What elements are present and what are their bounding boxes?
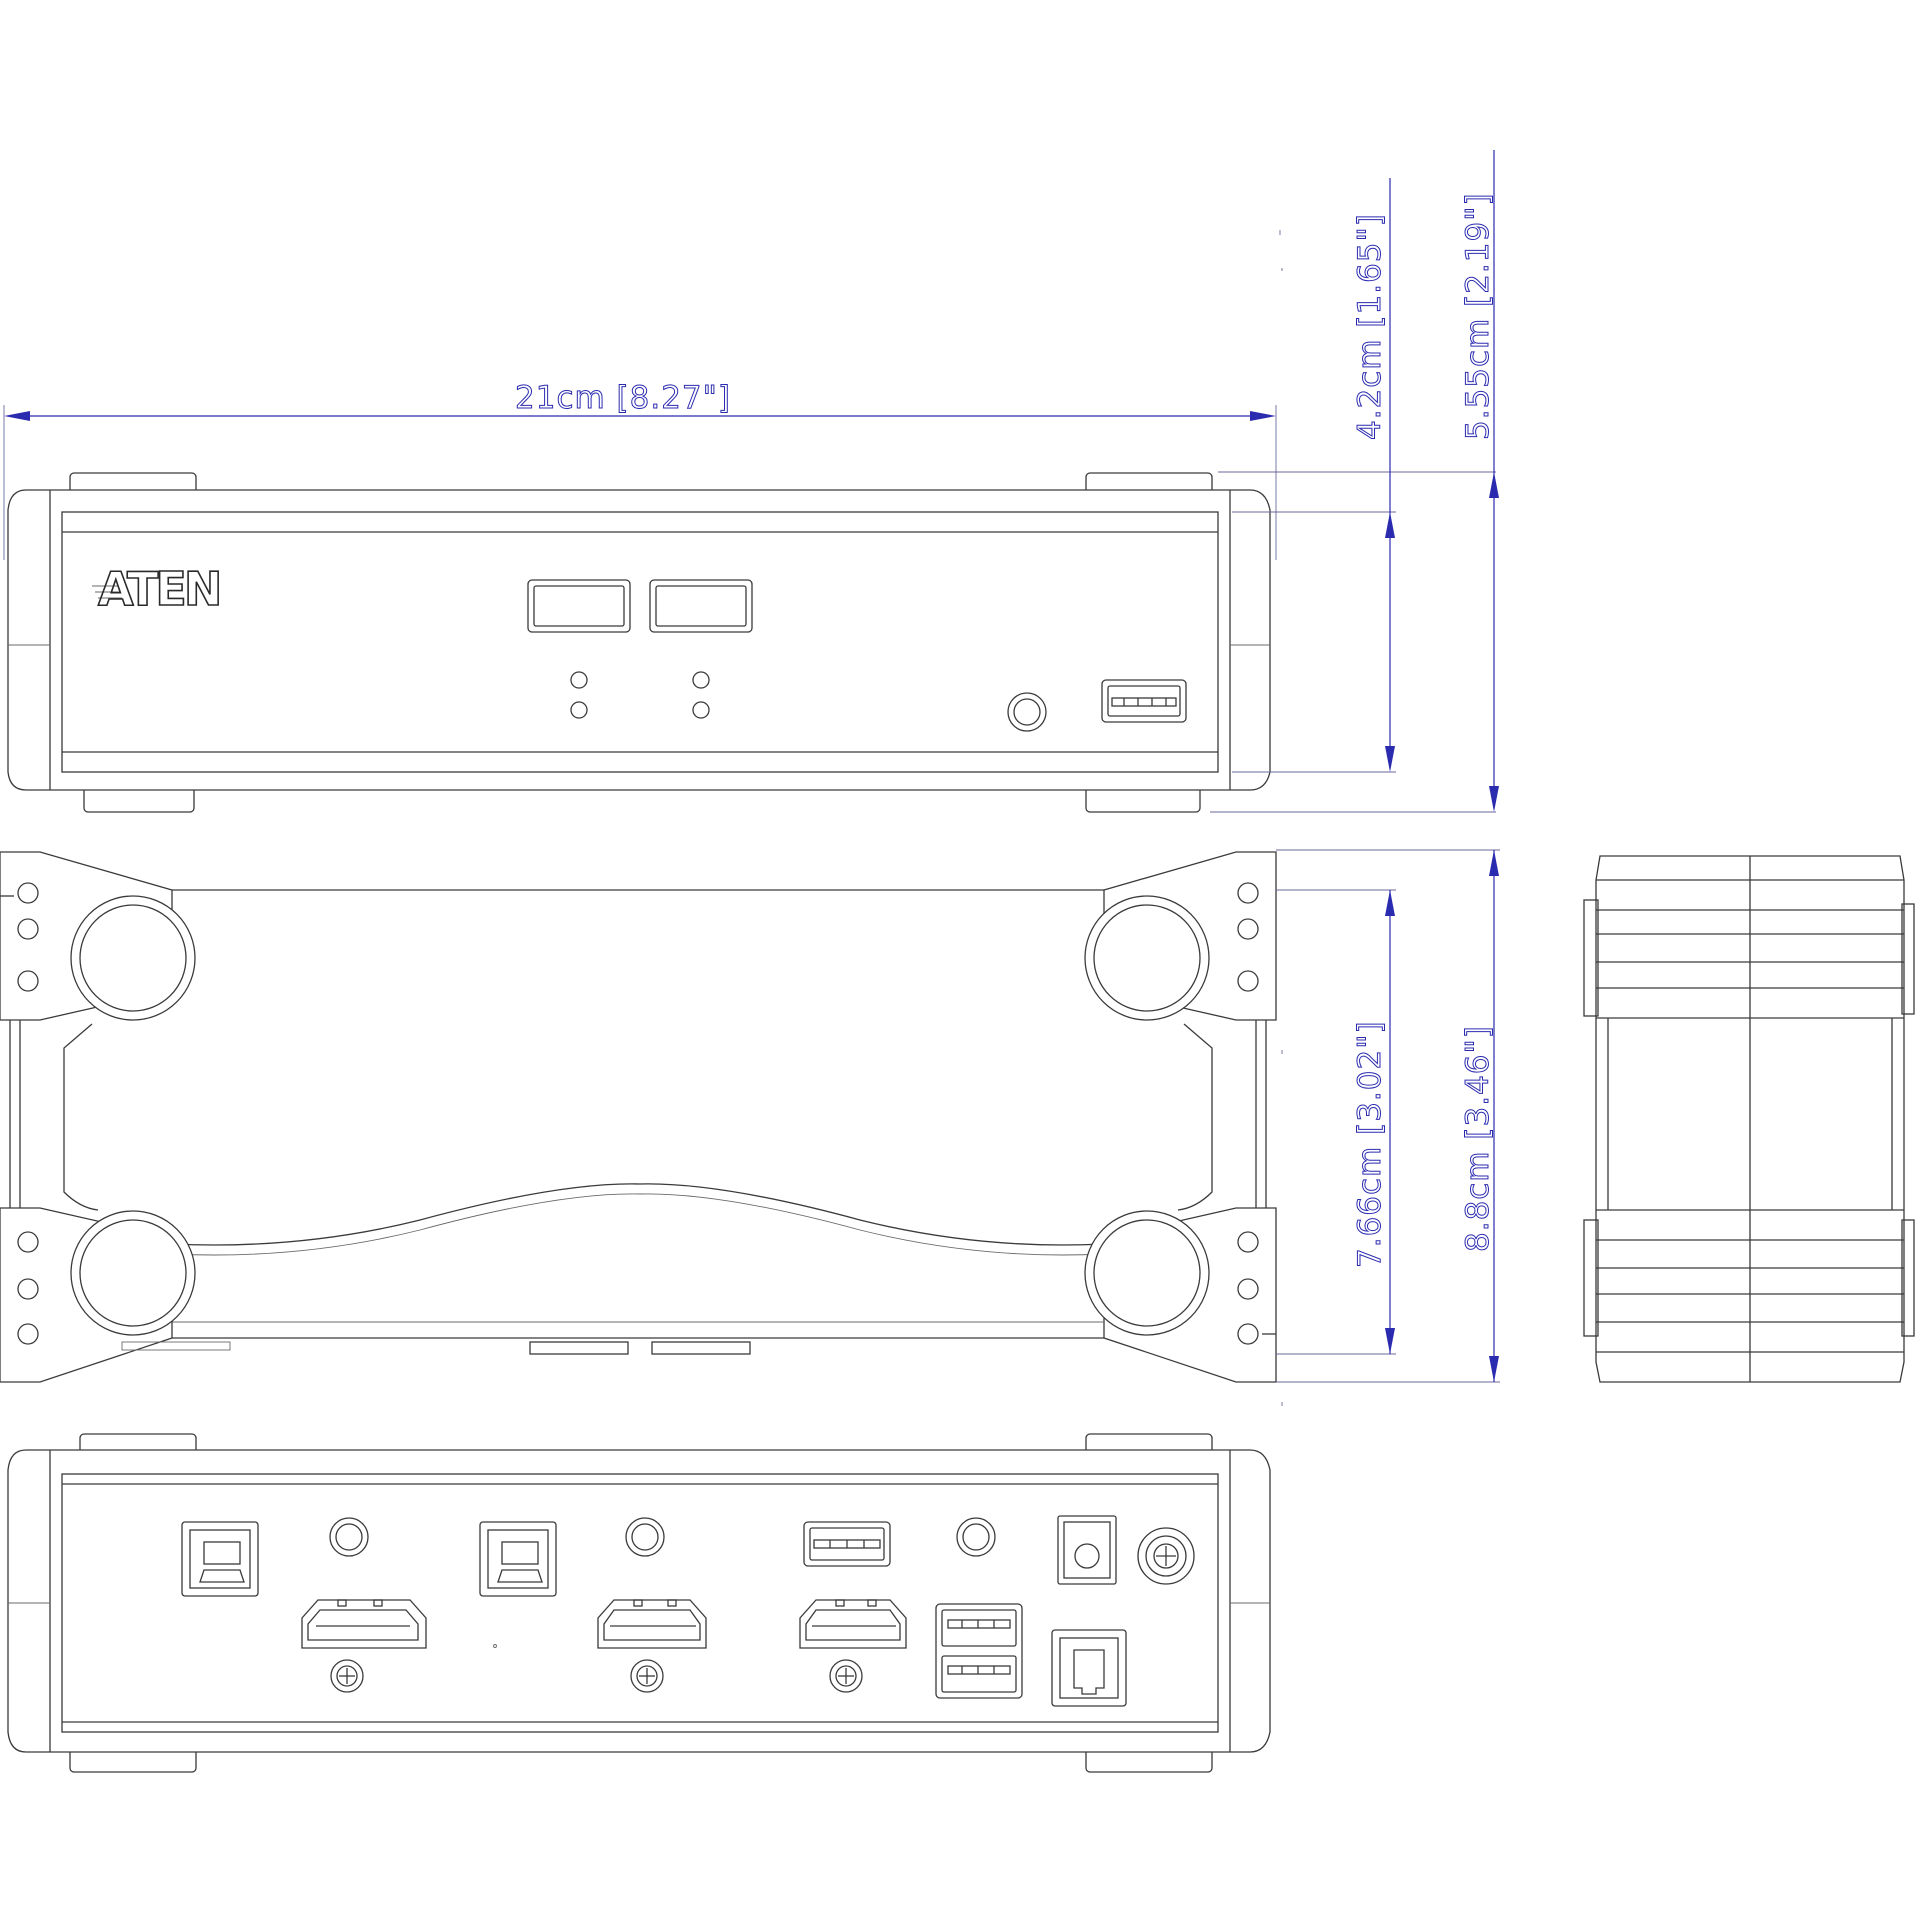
- rear-audio-jack-3[interactable]: [956, 1517, 996, 1557]
- top-depth-dimensions: 7.66cm [3.02"] 8.8cm [3.46"]: [1276, 849, 1500, 1406]
- dc-power-jack[interactable]: [1057, 1515, 1117, 1585]
- foot-top-right: [1084, 895, 1210, 1021]
- top-view: [0, 851, 1277, 1383]
- front-body-outline: [7, 489, 1271, 791]
- front-height-dimensions: 4.2cm [1.65"] 5.55cm [2.19"]: [1210, 150, 1499, 813]
- front-total-height-label: 5.55cm [2.19"]: [1460, 192, 1496, 440]
- top-left-screws: [0, 882, 39, 1345]
- front-view: ATEN: [7, 472, 1271, 813]
- front-audio-jack[interactable]: [1007, 692, 1047, 732]
- top-inner-recess: [63, 1023, 99, 1211]
- top-right-screws: [1237, 882, 1276, 1345]
- rear-usb-a-dual-port[interactable]: [935, 1603, 1023, 1699]
- rear-audio-jack-1[interactable]: [329, 1517, 369, 1557]
- foot-top-left: [70, 895, 196, 1021]
- top-body-depth-label: 7.66cm [3.02"]: [1352, 1020, 1388, 1268]
- foot-bottom-left: [70, 1210, 196, 1336]
- foot-bottom-right: [1084, 1210, 1210, 1336]
- usb-b-port-2[interactable]: [479, 1521, 557, 1597]
- hdmi-screw-2: [630, 1659, 664, 1693]
- port-1-led-top: [570, 671, 588, 689]
- usb-b-port-1[interactable]: [181, 1521, 259, 1597]
- hdmi-port-2[interactable]: [597, 1599, 707, 1649]
- hdmi-port-3[interactable]: [799, 1599, 907, 1649]
- rear-view: [7, 1433, 1271, 1773]
- aten-logo: ATEN: [92, 561, 223, 617]
- port-button-2[interactable]: [649, 579, 753, 633]
- hdmi-screw-1: [330, 1659, 364, 1693]
- rj11-port[interactable]: [1051, 1629, 1127, 1707]
- hdmi-port-1[interactable]: [301, 1599, 427, 1649]
- port-2-led-bottom: [692, 701, 710, 719]
- rear-audio-jack-2[interactable]: [625, 1517, 665, 1557]
- side-ribs-upper: [1583, 879, 1915, 1019]
- width-dimension: 21cm [8.27"]: [3, 380, 1277, 560]
- rear-usb-a-port[interactable]: [803, 1521, 891, 1567]
- port-1-led-bottom: [570, 701, 588, 719]
- hdmi-screw-3: [829, 1659, 863, 1693]
- grounding-terminal: [1137, 1527, 1195, 1585]
- port-2-led-top: [692, 671, 710, 689]
- port-button-1[interactable]: [527, 579, 631, 633]
- front-panel: [61, 511, 1219, 773]
- front-body-height-label: 4.2cm [1.65"]: [1352, 213, 1388, 440]
- side-ribs-lower: [1583, 1209, 1915, 1353]
- rear-panel: [61, 1473, 1219, 1733]
- side-view: [1583, 855, 1915, 1383]
- front-usb-port[interactable]: [1101, 679, 1187, 723]
- logo-text: ATEN: [98, 562, 219, 616]
- width-label: 21cm [8.27"]: [515, 380, 731, 416]
- top-total-depth-label: 8.8cm [3.46"]: [1460, 1025, 1496, 1252]
- top-body-outline: [9, 1020, 1267, 1208]
